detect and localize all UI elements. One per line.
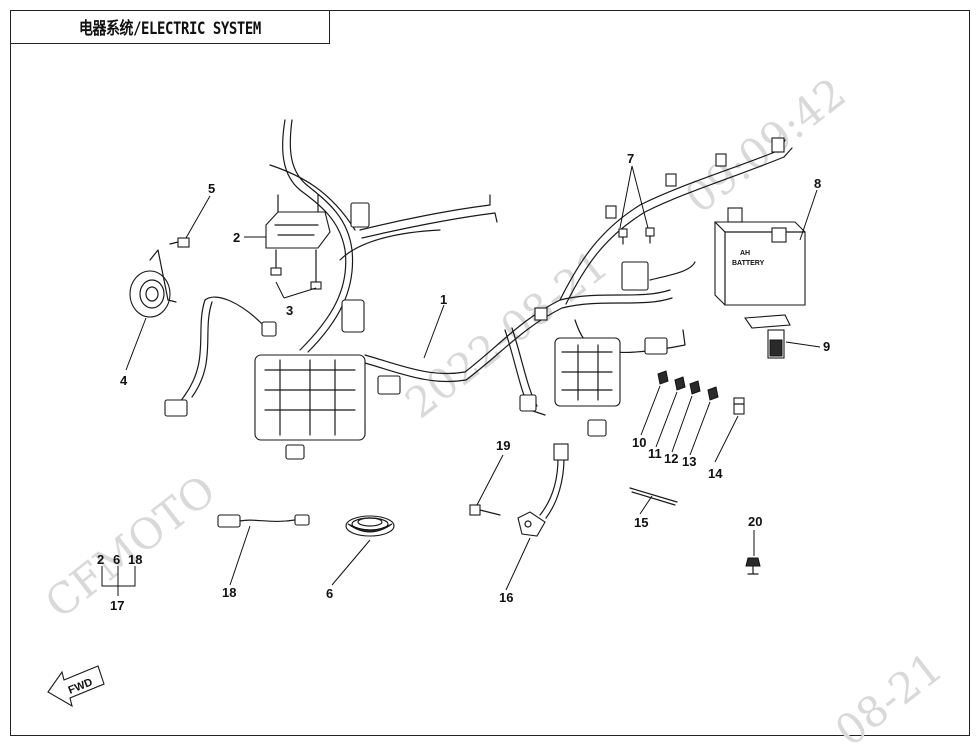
callout-1: 1 <box>440 292 447 307</box>
drawing-frame <box>10 10 970 736</box>
battery-capacity-label: AH <box>740 250 750 257</box>
cable-tie <box>629 487 678 506</box>
left-harness-lead <box>164 296 277 417</box>
callout-17-part-18: 18 <box>128 552 142 567</box>
grommet <box>345 515 395 537</box>
callout-8: 8 <box>814 176 821 191</box>
callout-13: 13 <box>682 454 696 469</box>
callout-6: 6 <box>326 586 333 601</box>
jumper-lead <box>217 514 310 528</box>
callout-16: 16 <box>499 590 513 605</box>
callout-19: 19 <box>496 438 510 453</box>
relay-10 <box>657 370 669 385</box>
relay-13 <box>707 386 719 401</box>
callout-14: 14 <box>708 466 723 481</box>
callout-4: 4 <box>120 373 128 388</box>
callout-17-part-2: 2 <box>97 552 104 567</box>
watermark-time: 09:09:42 <box>676 68 855 223</box>
relay-12 <box>689 380 701 395</box>
callout-10: 10 <box>632 435 646 450</box>
callout-7: 7 <box>627 151 634 166</box>
controller-bolts <box>270 249 322 290</box>
page-title: 电器系统/ELECTRIC SYSTEM <box>78 19 261 39</box>
callout-18: 18 <box>222 585 236 600</box>
callout-20: 20 <box>748 514 762 529</box>
watermark-date-corner: 08-21 <box>826 643 952 748</box>
controller-module <box>265 194 331 249</box>
speed-sensor <box>517 443 569 537</box>
fuse <box>733 397 745 415</box>
callout-3: 3 <box>286 303 293 318</box>
horn-bolt <box>169 237 190 248</box>
watermark-brand: CFMOTO <box>36 465 225 627</box>
callout-17-part-6: 6 <box>113 552 120 567</box>
callout-17: 17 <box>110 598 124 613</box>
main-wiring-harness <box>254 119 793 460</box>
battery-type-label: BATTERY <box>732 260 765 267</box>
leader-lines <box>101 165 821 596</box>
push-clip <box>745 557 761 575</box>
battery-strap <box>743 314 791 359</box>
callout-11: 11 <box>648 446 662 461</box>
callout-2: 2 <box>233 230 240 245</box>
sensor-bolt <box>469 504 501 516</box>
forward-arrow: FWD <box>47 665 105 708</box>
harness-screws <box>618 227 655 245</box>
callout-9: 9 <box>823 339 830 354</box>
horn <box>129 249 177 318</box>
title-block: 电器系统/ELECTRIC SYSTEM <box>10 10 330 44</box>
callout-5: 5 <box>208 181 215 196</box>
relay-11 <box>674 376 686 391</box>
callouts: 1 2 3 4 5 6 7 8 9 10 11 12 13 14 15 16 1… <box>97 151 830 613</box>
callout-15: 15 <box>634 515 648 530</box>
callout-12: 12 <box>664 451 678 466</box>
battery: AH BATTERY <box>714 207 806 306</box>
